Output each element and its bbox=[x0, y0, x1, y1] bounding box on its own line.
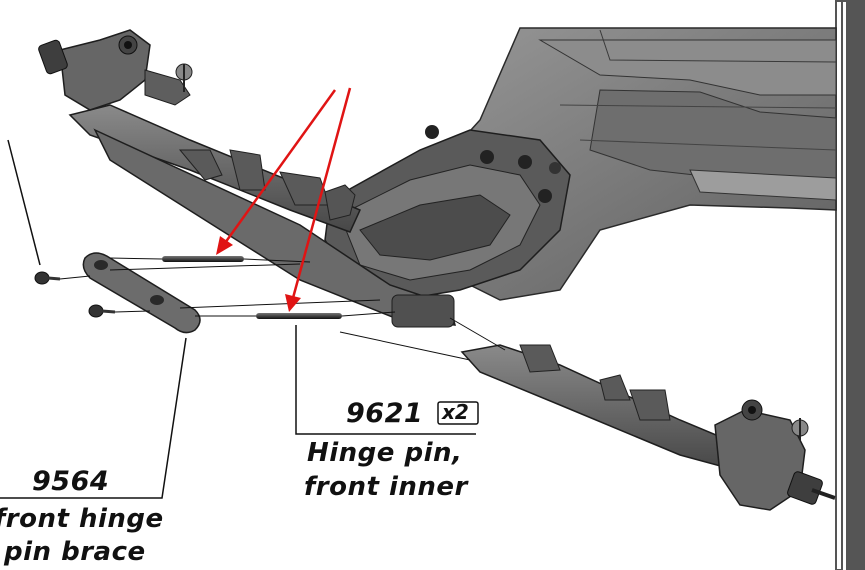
part-description-9564-line2: pin brace bbox=[4, 537, 146, 567]
page-frame bbox=[835, 0, 865, 570]
callout-leaders bbox=[0, 139, 476, 499]
hinge-pin-brace bbox=[82, 252, 201, 334]
quantity-badge bbox=[437, 401, 479, 425]
red-arrows bbox=[216, 87, 352, 312]
part-number-9621: 9621 bbox=[346, 398, 424, 429]
brace-screw-upper bbox=[34, 271, 61, 285]
upper-suspension-arm bbox=[68, 104, 362, 233]
quantity-x2: x2 bbox=[442, 400, 469, 424]
brace-screw-lower bbox=[88, 304, 116, 318]
hinge-pin-lower bbox=[256, 313, 342, 319]
quantity-x-symbol: x bbox=[442, 400, 455, 424]
part-number-9564: 9564 bbox=[32, 466, 110, 497]
part-description-9564-line1: front hinge bbox=[0, 504, 164, 534]
right-suspension-arm bbox=[460, 344, 741, 471]
part-description-9621-line2: front inner bbox=[304, 472, 468, 502]
right-steering-hub bbox=[714, 399, 836, 511]
alignment-lines bbox=[59, 257, 506, 361]
lower-front-arm bbox=[93, 128, 456, 328]
hinge-pin-upper bbox=[162, 256, 244, 262]
left-steering-hub bbox=[38, 29, 193, 111]
front-bulkhead bbox=[324, 125, 571, 301]
part-description-9621-line1: Hinge pin, bbox=[307, 438, 463, 468]
quantity-value: 2 bbox=[454, 400, 469, 424]
